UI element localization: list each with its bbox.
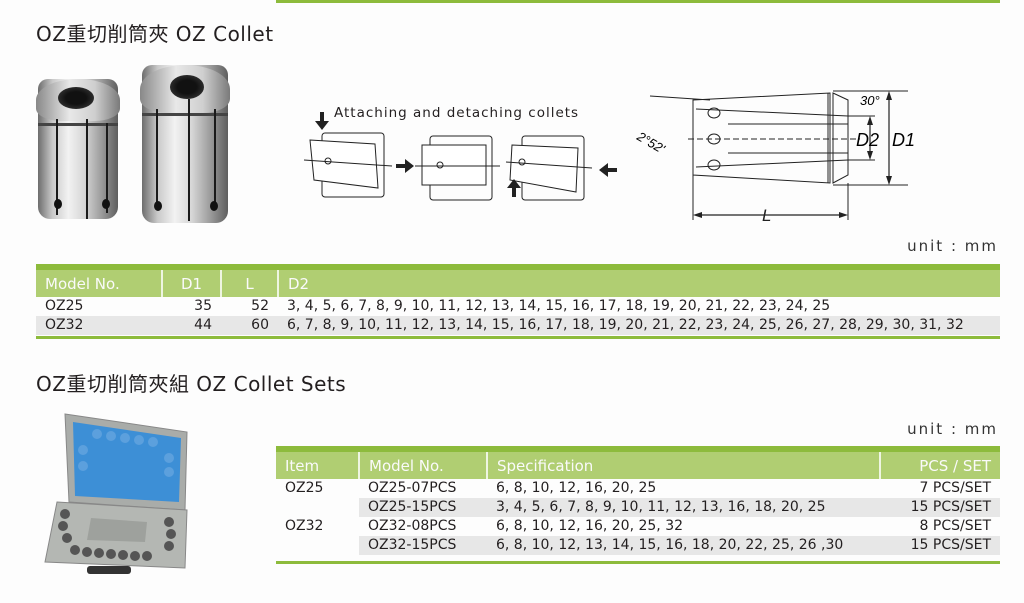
table-row: OZ25-15PCS 3, 4, 5, 6, 7, 8, 9, 10, 11, … — [276, 498, 1000, 517]
cell-pcs: 8 PCS/SET — [919, 518, 991, 534]
collet-set-case-photo — [35, 410, 195, 580]
cell-item — [276, 498, 359, 517]
cell-model: OZ32 — [36, 316, 162, 335]
table-row: OZ32-15PCS 6, 8, 10, 12, 13, 14, 15, 16,… — [276, 536, 1000, 555]
col-header-pcs: PCS / SET — [879, 452, 1000, 479]
cell-spec: 6, 8, 10, 12, 16, 20, 25 — [496, 480, 657, 496]
collet-product-photo — [30, 65, 230, 225]
table-header-row: Model No. D1 L D2 — [36, 270, 1000, 297]
table-row: OZ25 OZ25-07PCS 6, 8, 10, 12, 16, 20, 25… — [276, 479, 1000, 498]
cell-d2: 6, 7, 8, 9, 10, 11, 12, 13, 14, 15, 16, … — [278, 316, 1000, 335]
cell-spec: 3, 4, 5, 6, 7, 8, 9, 10, 11, 12, 13, 16,… — [487, 498, 880, 517]
attach-diagram-label: Attaching and detaching collets — [334, 105, 580, 121]
collet-oz25-image — [36, 79, 120, 219]
cell-item — [276, 536, 359, 555]
table-bottom-rule — [36, 336, 1000, 339]
collet-spec-table: Model No. D1 L D2 OZ25 35 52 3, 4, 5, 6,… — [36, 270, 1000, 335]
collet-oz32-image — [140, 65, 230, 223]
attach-steps-illustration — [303, 112, 617, 201]
table-bottom-rule — [276, 561, 1000, 564]
cell-model: OZ32-08PCS — [368, 518, 457, 534]
table-header-row: Item Model No. Specification PCS / SET — [276, 452, 1000, 479]
svg-text:D2: D2 — [856, 130, 879, 150]
svg-text:L: L — [762, 206, 771, 225]
svg-text:2°52': 2°52' — [634, 128, 668, 156]
collet-dimension-drawing: 2°52' 30° D2 D1 L — [620, 75, 940, 235]
col-header-item: Item — [276, 452, 359, 479]
attach-detach-diagram: Attaching and detaching collets — [300, 100, 630, 210]
cell-d1: 35 — [194, 298, 212, 314]
top-accent-bar — [276, 0, 1000, 3]
cell-d1: 44 — [162, 316, 221, 335]
cell-item: OZ25 — [276, 479, 359, 498]
col-header-l: L — [220, 270, 278, 297]
col-header-d1: D1 — [161, 270, 221, 297]
svg-text:D1: D1 — [892, 130, 915, 150]
cell-l: 52 — [251, 298, 269, 314]
col-header-model: Model No. — [36, 270, 162, 297]
col-header-spec: Specification — [486, 452, 880, 479]
cell-pcs: 15 PCS/SET — [880, 498, 1000, 517]
table-top-rule — [276, 446, 1000, 452]
cell-item: OZ32 — [276, 517, 359, 536]
unit-label-collet: unit : mm — [907, 237, 998, 255]
cell-model: OZ25 — [45, 298, 84, 314]
table-row: OZ32 OZ32-08PCS 6, 8, 10, 12, 16, 20, 25… — [276, 517, 1000, 536]
svg-text:30°: 30° — [860, 93, 880, 108]
unit-label-collet-sets: unit : mm — [907, 420, 998, 438]
cell-model: OZ25-15PCS — [359, 498, 487, 517]
cell-pcs: 7 PCS/SET — [919, 480, 991, 496]
cell-d2: 3, 4, 5, 6, 7, 8, 9, 10, 11, 12, 13, 14,… — [287, 298, 831, 314]
section-title-collet: OZ重切削筒夾 OZ Collet — [36, 22, 274, 46]
cell-spec: 6, 8, 10, 12, 13, 14, 15, 16, 18, 20, 22… — [487, 536, 880, 555]
table-top-rule — [36, 264, 1000, 270]
cell-l: 60 — [221, 316, 278, 335]
cell-spec: 6, 8, 10, 12, 16, 20, 25, 32 — [496, 518, 684, 534]
cell-pcs: 15 PCS/SET — [880, 536, 1000, 555]
col-header-d2: D2 — [277, 270, 1000, 297]
table-row: OZ25 35 52 3, 4, 5, 6, 7, 8, 9, 10, 11, … — [36, 297, 1000, 316]
cell-model: OZ25-07PCS — [368, 480, 457, 496]
collet-sets-table: Item Model No. Specification PCS / SET O… — [276, 452, 1000, 555]
col-header-model: Model No. — [358, 452, 487, 479]
table-row: OZ32 44 60 6, 7, 8, 9, 10, 11, 12, 13, 1… — [36, 316, 1000, 335]
section-title-collet-sets: OZ重切削筒夾組 OZ Collet Sets — [36, 372, 347, 396]
cell-model: OZ32-15PCS — [359, 536, 487, 555]
